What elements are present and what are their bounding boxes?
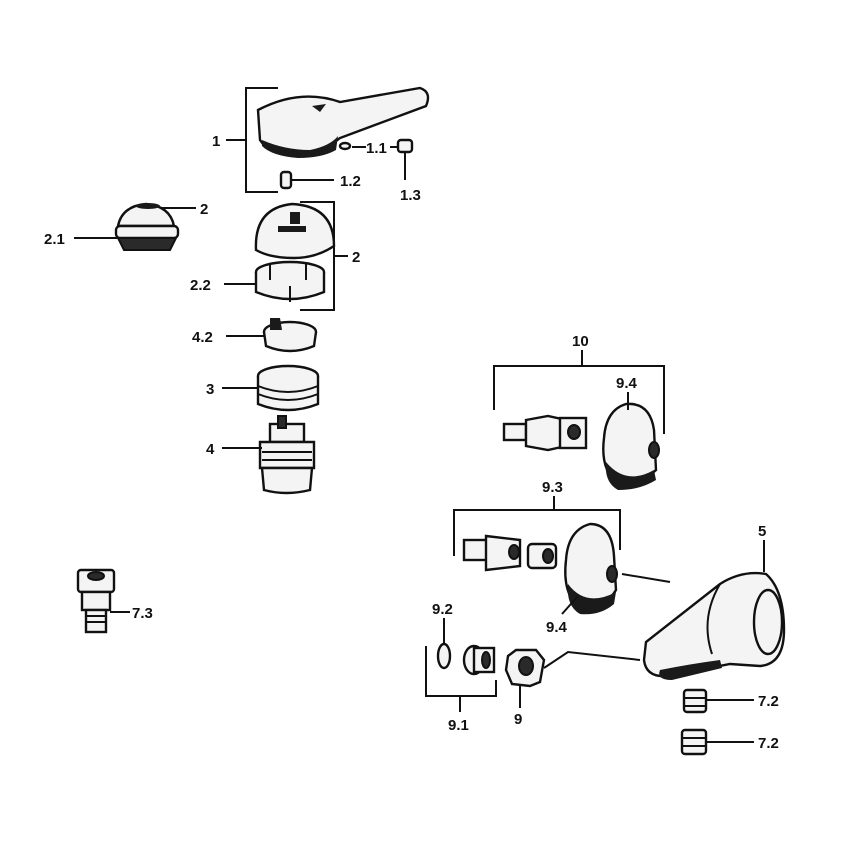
callout-1-2: 1.2: [340, 173, 361, 190]
callout-7-2-lower: 7.2: [758, 735, 779, 752]
callout-7-3: 7.3: [132, 605, 153, 622]
part-screw-cap: [396, 138, 414, 154]
part-insert-lower: [680, 728, 708, 756]
callout-9-3: 9.3: [542, 479, 563, 496]
part-group-9-3: [462, 522, 618, 615]
callout-2-1: 2.1: [44, 231, 65, 248]
part-stop-ring: [262, 318, 318, 353]
callout-2-2: 2.2: [190, 277, 211, 294]
part-lever-handle: [256, 86, 430, 158]
part-slotted-ring: [254, 260, 326, 302]
callout-7-2-upper: 7.2: [758, 693, 779, 710]
part-union-fitting: [462, 644, 496, 676]
callout-9-4-bottom: 9.4: [546, 619, 568, 636]
part-washer: [436, 642, 452, 670]
part-nut: [504, 648, 546, 688]
callout-2-left: 2: [200, 201, 208, 218]
callout-labels: 1 1.1 1.2 1.3 2 2.1 2 2.2 4.2 3 4 10 9.4…: [44, 133, 779, 752]
callout-10: 10: [572, 333, 589, 350]
callout-5: 5: [758, 523, 766, 540]
callout-4-2: 4.2: [192, 329, 213, 346]
callout-1: 1: [212, 133, 220, 150]
callout-9: 9: [514, 711, 522, 728]
callout-1-1: 1.1: [366, 140, 387, 157]
callout-9-2: 9.2: [432, 601, 453, 618]
part-insert-upper: [682, 688, 708, 714]
part-adapter: [76, 568, 116, 634]
part-spout-body: [642, 571, 786, 680]
callout-1-3: 1.3: [400, 187, 421, 204]
part-group-10: [502, 402, 660, 490]
leader-lines: [74, 87, 765, 743]
part-dome-cap: [254, 202, 336, 260]
part-cap-left: [114, 202, 180, 251]
part-pin: [279, 170, 293, 190]
callout-4: 4: [206, 441, 215, 458]
callout-9-4-top: 9.4: [616, 375, 638, 392]
callout-9-1: 9.1: [448, 717, 469, 734]
part-cartridge: [258, 415, 316, 495]
callout-2-center: 2: [352, 249, 360, 266]
callout-3: 3: [206, 381, 214, 398]
part-threaded-ring: [256, 364, 320, 412]
